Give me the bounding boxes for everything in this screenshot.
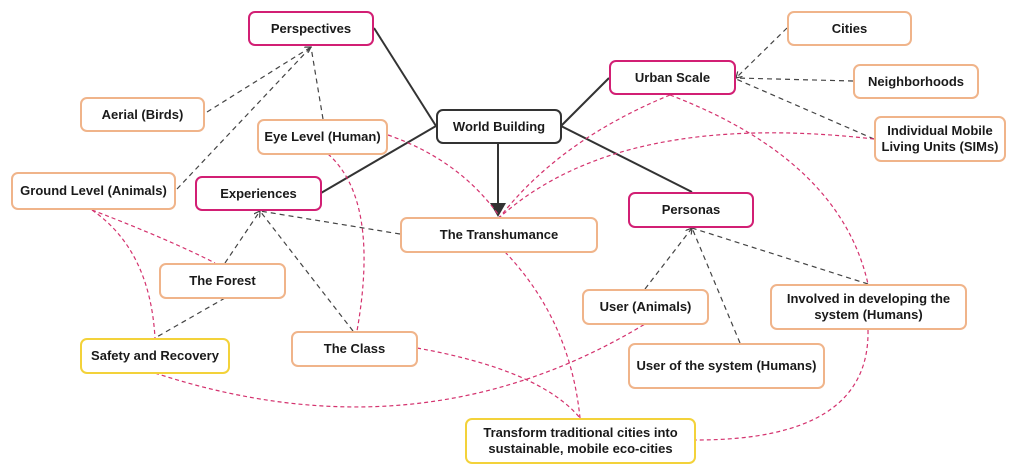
- node-neighborhoods[interactable]: Neighborhoods: [853, 64, 979, 99]
- relation-eye-transhumance: [387, 134, 501, 218]
- edge-urban-neighborhoods: [735, 77, 854, 82]
- node-forest[interactable]: The Forest: [159, 263, 286, 299]
- relation-involved-transform: [695, 329, 869, 441]
- node-urban-scale[interactable]: Urban Scale: [609, 60, 736, 95]
- node-transhumance[interactable]: The Transhumance: [400, 217, 598, 253]
- edge-wb-urban: [560, 77, 610, 127]
- edge-urban-cities: [736, 27, 788, 78]
- edge-perspectives-eye: [310, 46, 324, 120]
- node-perspectives[interactable]: Perspectives: [248, 11, 374, 46]
- edge-forest-safety: [154, 297, 226, 339]
- node-world-building[interactable]: World Building: [436, 109, 562, 144]
- edge-personas-involved: [691, 227, 869, 285]
- edge-experiences-forest: [224, 211, 260, 264]
- relation-ground-forest: [91, 209, 216, 264]
- edge-wb-experiences: [320, 125, 437, 194]
- relation-ground-safety: [91, 209, 156, 339]
- node-ground-level[interactable]: Ground Level (Animals): [11, 172, 176, 210]
- node-aerial[interactable]: Aerial (Birds): [80, 97, 205, 132]
- relation-sims-transhumance: [499, 132, 875, 218]
- edge-experiences-transhumance: [259, 210, 401, 235]
- edge-wb-perspectives: [373, 27, 437, 127]
- node-class[interactable]: The Class: [291, 331, 418, 367]
- edge-experiences-class: [259, 210, 354, 332]
- relation-class-transform: [416, 347, 581, 419]
- relation-transhumance-transform: [504, 251, 581, 419]
- node-personas[interactable]: Personas: [628, 192, 754, 228]
- node-experiences[interactable]: Experiences: [195, 176, 322, 211]
- node-user-animals[interactable]: User (Animals): [582, 289, 709, 325]
- node-user-system[interactable]: User of the system (Humans): [628, 343, 825, 389]
- node-cities[interactable]: Cities: [787, 11, 912, 46]
- node-sims[interactable]: Individual Mobile Living Units (SIMs): [874, 116, 1006, 162]
- edge-perspectives-ground: [176, 46, 312, 190]
- edge-urban-sims: [735, 78, 875, 140]
- node-involved[interactable]: Involved in developing the system (Human…: [770, 284, 967, 330]
- edge-personas-usersystem: [691, 227, 741, 344]
- relation-urban-involved: [669, 94, 869, 285]
- edge-personas-useranimals: [644, 228, 692, 290]
- relation-urban-transhumance: [499, 94, 671, 218]
- edge-wb-personas: [560, 125, 693, 193]
- edge-perspectives-aerial: [206, 47, 311, 113]
- node-eye-level[interactable]: Eye Level (Human): [257, 119, 388, 155]
- relation-eye-class: [327, 153, 365, 332]
- node-transform[interactable]: Transform traditional cities into sustai…: [465, 418, 696, 464]
- node-safety[interactable]: Safety and Recovery: [80, 338, 230, 374]
